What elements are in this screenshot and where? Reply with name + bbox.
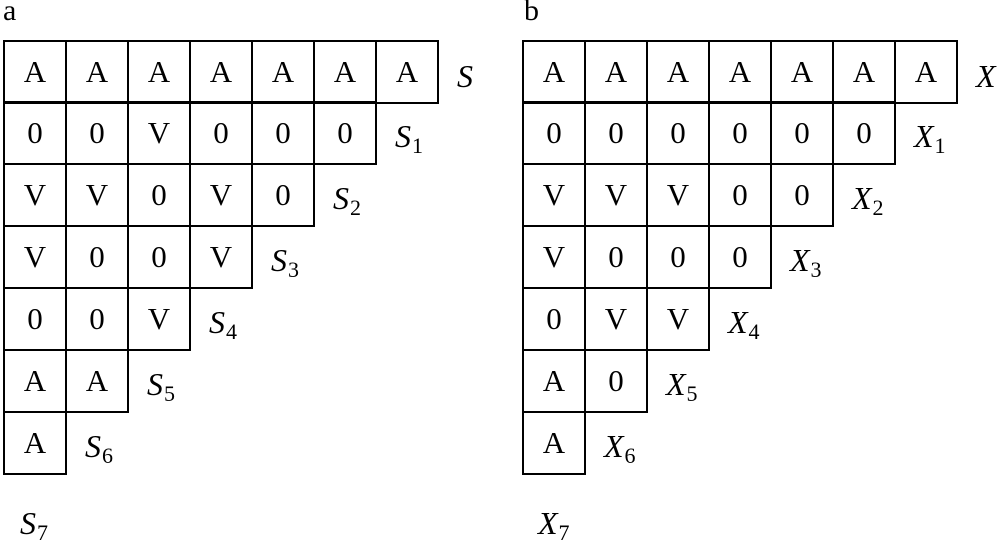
grid-cell: V	[584, 287, 648, 351]
panel-b-bottom-label: X7	[538, 505, 570, 545]
grid-row: A S6	[3, 411, 473, 475]
panel-b-letter: b	[524, 0, 539, 27]
grid-cell: 0	[251, 101, 315, 165]
grid-cell: 0	[770, 163, 834, 227]
grid-cell: 0	[708, 101, 772, 165]
grid-cell: A	[584, 40, 648, 104]
row-label: S3	[271, 241, 299, 282]
grid-cell: A	[832, 40, 896, 104]
grid-cell: A	[251, 40, 315, 104]
grid-cell: 0	[708, 225, 772, 289]
grid-cell: V	[3, 163, 67, 227]
grid-cell: A	[770, 40, 834, 104]
grid-cell: A	[522, 40, 586, 104]
grid-cell: 0	[770, 101, 834, 165]
grid-cell: 0	[522, 287, 586, 351]
grid-cell: 0	[65, 287, 129, 351]
grid-cell: A	[127, 40, 191, 104]
grid-cell: A	[894, 40, 958, 104]
grid-cell: A	[375, 40, 439, 104]
grid-cell: V	[189, 163, 253, 227]
grid-cell: 0	[584, 225, 648, 289]
grid-cell: A	[708, 40, 772, 104]
grid-cell: V	[189, 225, 253, 289]
panel-a-bottom-label: S7	[20, 505, 48, 545]
row-label: S1	[395, 117, 423, 158]
grid-cell: 0	[189, 101, 253, 165]
grid-cell: V	[522, 225, 586, 289]
grid-cell: 0	[832, 101, 896, 165]
row-label: X	[976, 57, 996, 94]
grid-cell: A	[3, 411, 67, 475]
grid-cell: 0	[522, 101, 586, 165]
grid-cell: V	[646, 163, 710, 227]
grid-cell: 0	[65, 225, 129, 289]
grid-cell: A	[313, 40, 377, 104]
grid-cell: A	[522, 349, 586, 413]
row-label: S2	[333, 179, 361, 220]
grid-cell: V	[127, 287, 191, 351]
grid-row: A X6	[522, 411, 996, 475]
grid-cell: V	[522, 163, 586, 227]
grid-cell: A	[65, 349, 129, 413]
grid-cell: V	[127, 101, 191, 165]
grid-cell: 0	[251, 163, 315, 227]
grid-cell: V	[584, 163, 648, 227]
grid-cell: V	[65, 163, 129, 227]
row-label: S6	[85, 427, 113, 468]
grid-cell: 0	[708, 163, 772, 227]
row-label: X6	[604, 427, 636, 468]
row-label: X2	[852, 179, 884, 220]
grid-cell: 0	[646, 101, 710, 165]
row-label: S5	[147, 365, 175, 406]
row-label: S	[457, 57, 473, 94]
grid-cell: 0	[127, 163, 191, 227]
grid-cell: A	[522, 411, 586, 475]
grid-cell: 0	[3, 101, 67, 165]
grid-cell: A	[3, 40, 67, 104]
grid-cell: V	[646, 287, 710, 351]
grid-cell: A	[3, 349, 67, 413]
grid-cell: A	[65, 40, 129, 104]
row-label: X5	[666, 365, 698, 406]
grid-cell: 0	[646, 225, 710, 289]
row-label: X1	[914, 117, 946, 158]
panel-a-letter: a	[3, 0, 17, 27]
row-label: X3	[790, 241, 822, 282]
grid-cell: V	[3, 225, 67, 289]
grid-cell: 0	[313, 101, 377, 165]
grid-cell: 0	[584, 101, 648, 165]
grid-cell: A	[646, 40, 710, 104]
grid-cell: 0	[584, 349, 648, 413]
grid-cell: 0	[65, 101, 129, 165]
row-label: X4	[728, 303, 760, 344]
grid-cell: 0	[3, 287, 67, 351]
row-label: S4	[209, 303, 237, 344]
grid-cell: 0	[127, 225, 191, 289]
grid-cell: A	[189, 40, 253, 104]
